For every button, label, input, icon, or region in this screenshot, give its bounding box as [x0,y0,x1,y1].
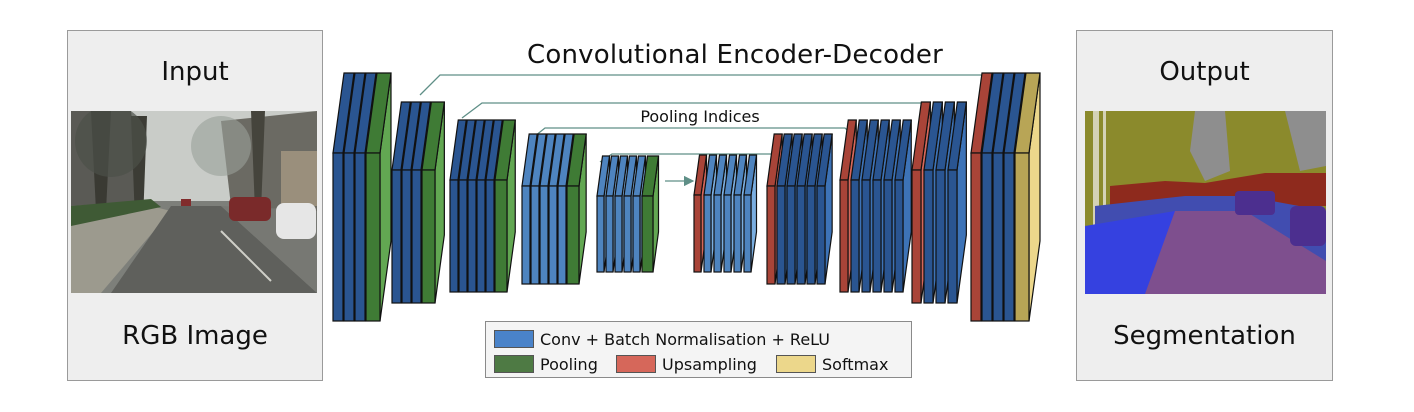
output-subtitle: Segmentation [1113,321,1296,351]
softmax-layer [1014,72,1041,322]
input-title: Input [161,57,229,87]
pooling-layer [421,101,446,304]
legend-label-pooling: Pooling [540,354,598,374]
legend: Conv + Batch Normalisation + ReLU Poolin… [485,321,912,378]
encoder-block-3 [449,119,516,293]
encoder-block-1 [332,72,392,322]
pooling-indices-label: Pooling Indices [640,107,760,126]
decoder-block-1 [693,154,758,273]
pooling-layer [566,133,587,285]
decoder-block-4 [911,101,968,304]
output-panel: Output Segmentation [1076,30,1333,381]
input-subtitle: RGB Image [122,321,268,351]
pooling-layer [494,119,516,293]
pooling-layer [365,72,392,322]
diagram-title: Convolutional Encoder-Decoder [527,40,943,70]
legend-item-upsampling: Upsampling [616,353,757,375]
segmentation-map [1085,111,1326,294]
decoder-block-3 [839,119,912,293]
input-panel: Input RGB Image [67,30,323,381]
conv-layer [947,101,968,304]
legend-label-softmax: Softmax [822,354,889,374]
output-image [1085,111,1326,294]
street-scene-photo [71,111,317,293]
legend-swatch-softmax [776,355,816,373]
output-title: Output [1159,57,1250,87]
encoder-block-2 [391,101,446,304]
decoder-block-2 [766,133,833,285]
encoder-block-4 [521,133,587,285]
conv-layer [816,133,833,285]
pooling-layer [641,155,660,273]
legend-item-pooling: Pooling [494,353,598,375]
input-image [71,111,317,293]
network-layers [332,72,1041,322]
legend-label-upsampling: Upsampling [662,354,757,374]
legend-label-conv: Conv + Batch Normalisation + ReLU [540,329,830,349]
decoder-block-5 [970,72,1041,322]
legend-item-softmax: Softmax [776,353,888,375]
encoder-block-5 [596,155,660,273]
legend-swatch-upsampling [616,355,656,373]
legend-swatch-conv [494,330,534,348]
legend-item-conv: Conv + Batch Normalisation + ReLU [494,328,830,350]
skip-arrow-1 [419,74,1009,99]
conv-layer [894,119,912,293]
legend-swatch-pooling [494,355,534,373]
conv-layer [743,154,758,273]
skip-arrow-2 [461,102,941,123]
